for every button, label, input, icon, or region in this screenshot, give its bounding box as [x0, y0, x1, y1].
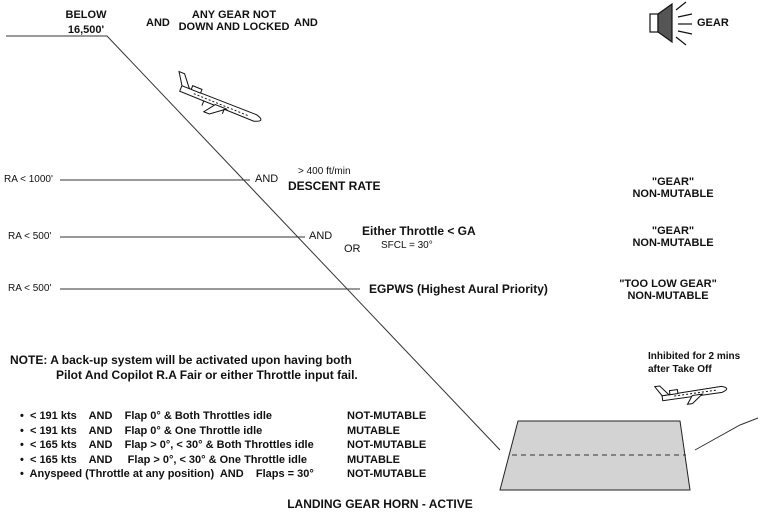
- ra1000-label: RA < 1000': [4, 174, 53, 185]
- condition-list: • < 191 kts AND Flap 0° & Both Throttles…: [20, 410, 460, 483]
- descent-rate-value: > 400 ft/min: [298, 166, 351, 177]
- gear-label-line2: DOWN AND LOCKED: [178, 21, 290, 34]
- below-label-line1: BELOW: [65, 9, 107, 21]
- alert-line2: NON-MUTABLE: [632, 237, 714, 250]
- alert-line1: "TOO LOW GEAR": [619, 278, 717, 290]
- condition-text: • < 165 kts AND Flap > 0°, < 30° & Both …: [20, 439, 314, 451]
- alert-line1: "GEAR": [651, 176, 695, 188]
- alert-line2: NON-MUTABLE: [632, 188, 714, 201]
- mute-status: MUTABLE: [347, 453, 400, 466]
- below-altitude-label: BELOW 16,500': [56, 9, 116, 36]
- ra500-label: RA < 500': [8, 231, 52, 242]
- mute-status: MUTABLE: [347, 424, 400, 437]
- throttle-condition: Either Throttle < GA: [362, 224, 476, 238]
- ra500-label: RA < 500': [8, 283, 52, 294]
- diagram-title: LANDING GEAR HORN - ACTIVE: [287, 497, 473, 511]
- list-item: • Anyspeed (Throttle at any position) AN…: [20, 468, 460, 483]
- alert-line1: "GEAR": [651, 225, 695, 237]
- gear-not-locked-label: ANY GEAR NOT DOWN AND LOCKED: [176, 9, 292, 33]
- and-label: AND: [294, 17, 318, 29]
- backup-note-line2: Pilot And Copilot R.A Fair or either Thr…: [56, 368, 358, 382]
- list-item: • < 191 kts AND Flap 0° & One Throttle i…: [20, 425, 460, 440]
- and-label: AND: [255, 173, 279, 185]
- descent-rate-label: DESCENT RATE: [288, 179, 381, 193]
- inhibit-note: Inhibited for 2 mins after Take Off: [648, 351, 740, 375]
- ra1000-alert: "GEAR" NON-MUTABLE: [618, 176, 728, 200]
- runway-icon: [499, 420, 691, 491]
- egpws-condition: EGPWS (Highest Aural Priority): [369, 282, 548, 296]
- list-item: • < 165 kts AND Flap > 0°, < 30° & Both …: [20, 439, 460, 454]
- ra500b-alert: "TOO LOW GEAR" NON-MUTABLE: [606, 278, 730, 302]
- horn-gear-label: GEAR: [697, 17, 729, 29]
- descent-path-line: [6, 35, 501, 451]
- and-label: AND: [309, 230, 333, 242]
- ra500a-alert: "GEAR" NON-MUTABLE: [618, 225, 728, 249]
- alert-line2: NON-MUTABLE: [627, 290, 709, 303]
- backup-note-line1: NOTE: A back-up system will be activated…: [10, 353, 352, 367]
- condition-text: • < 165 kts AND Flap > 0°, < 30° & One T…: [20, 453, 308, 466]
- inhibit-line2: after Take Off: [648, 364, 712, 375]
- sfcl-condition: SFCL = 30°: [381, 240, 433, 251]
- takeoff-path-line: [694, 417, 759, 451]
- condition-text: • < 191 kts AND Flap 0° & One Throttle i…: [20, 424, 263, 437]
- mute-status: NOT-MUTABLE: [347, 410, 427, 422]
- list-item: • < 165 kts AND Flap > 0°, < 30° & One T…: [20, 454, 460, 469]
- aircraft-icon: [653, 385, 728, 405]
- inhibit-line1: Inhibited for 2 mins: [648, 351, 741, 362]
- and-label: AND: [146, 17, 170, 29]
- list-item: • < 191 kts AND Flap 0° & Both Throttles…: [20, 410, 460, 425]
- below-label-line2: 16,500': [67, 24, 105, 37]
- mute-status: NOT-MUTABLE: [347, 439, 427, 451]
- mute-status: NOT-MUTABLE: [347, 468, 427, 480]
- condition-text: • < 191 kts AND Flap 0° & Both Throttles…: [20, 410, 273, 422]
- speaker-icon: [649, 1, 693, 46]
- gear-label-line1: ANY GEAR NOT: [191, 9, 277, 21]
- aircraft-icon: [178, 70, 262, 122]
- condition-text: • Anyspeed (Throttle at any position) AN…: [20, 468, 314, 480]
- or-label: OR: [344, 243, 361, 255]
